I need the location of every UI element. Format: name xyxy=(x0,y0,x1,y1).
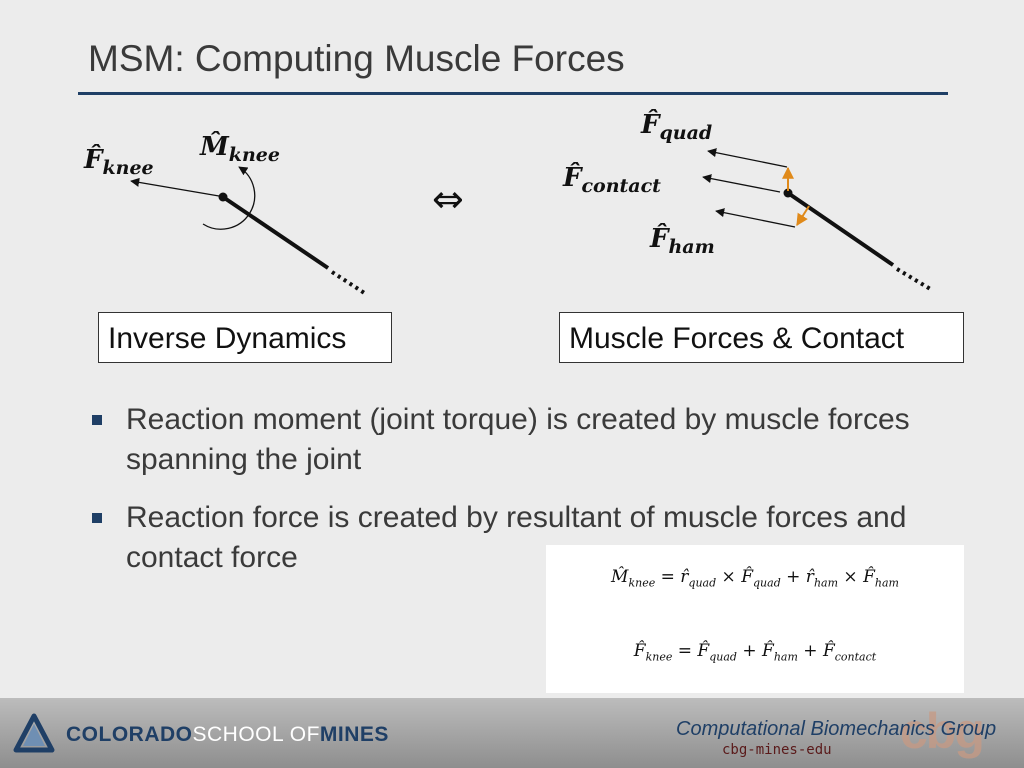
moment-knee-label: M̂knee xyxy=(199,131,280,166)
moment-equation: M̂knee = r̂quad × F̂quad + r̂ham × F̂ham xyxy=(611,567,899,590)
muscle-forces-diagram: F̂quad F̂contact F̂ham xyxy=(562,109,934,292)
footer-bar: COLORADOSCHOOL OFMINES cbg Computational… xyxy=(0,698,1024,768)
contact-force-arrow xyxy=(702,174,781,193)
force-contact-label: F̂contact xyxy=(562,162,661,197)
group-url: cbg-mines-edu xyxy=(722,742,832,758)
force-knee-label: F̂knee xyxy=(83,144,154,179)
ham-force-arrow xyxy=(715,208,796,228)
quad-force-arrow xyxy=(707,148,788,168)
knee-force-arrow xyxy=(130,177,220,197)
muscle-forces-contact-box: Muscle Forces & Contact xyxy=(559,312,964,363)
cbg-logo-mark: cbg xyxy=(900,703,985,759)
bullet-item-moment: Reaction moment (joint torque) is create… xyxy=(88,400,948,480)
force-ham-label: F̂ham xyxy=(649,223,715,258)
ham-moment-arm-arrow xyxy=(796,205,810,227)
inverse-dynamics-box: Inverse Dynamics xyxy=(98,312,392,363)
knee-joint-dot xyxy=(218,192,228,202)
equation-panel: M̂knee = r̂quad × F̂quad + r̂ham × F̂ham… xyxy=(546,545,964,693)
school-name: COLORADOSCHOOL OFMINES xyxy=(66,723,389,746)
bullet-text: Reaction force is created by resultant o… xyxy=(126,501,907,574)
bullet-square-icon xyxy=(92,415,102,425)
equivalence-symbol: ⇔ xyxy=(432,177,464,221)
inverse-dynamics-diagram: F̂knee M̂knee xyxy=(83,131,368,296)
bullet-list: Reaction moment (joint torque) is create… xyxy=(88,400,948,596)
knee-joint-dot-right xyxy=(783,188,793,198)
shank-segment-right xyxy=(786,191,895,267)
shank-segment xyxy=(221,195,330,270)
bullet-item-force: Reaction force is created by resultant o… xyxy=(88,498,948,578)
group-name: Computational Biomechanics Group xyxy=(676,718,997,740)
shank-continuation-right xyxy=(895,267,934,292)
mines-logo-icon xyxy=(13,713,55,753)
knee-diagram: F̂knee M̂knee ⇔ F̂quad F̂contact F̂ham xyxy=(83,109,934,296)
bullet-square-icon xyxy=(92,513,102,523)
slide-title: MSM: Computing Muscle Forces xyxy=(88,38,625,79)
bullet-text: Reaction moment (joint torque) is create… xyxy=(126,403,910,476)
force-equation: F̂knee = F̂quad + F̂ham + F̂contact xyxy=(633,641,877,664)
title-rule xyxy=(78,92,948,95)
shank-continuation xyxy=(330,270,368,296)
knee-moment-arc xyxy=(202,166,256,230)
force-quad-label: F̂quad xyxy=(640,109,712,144)
